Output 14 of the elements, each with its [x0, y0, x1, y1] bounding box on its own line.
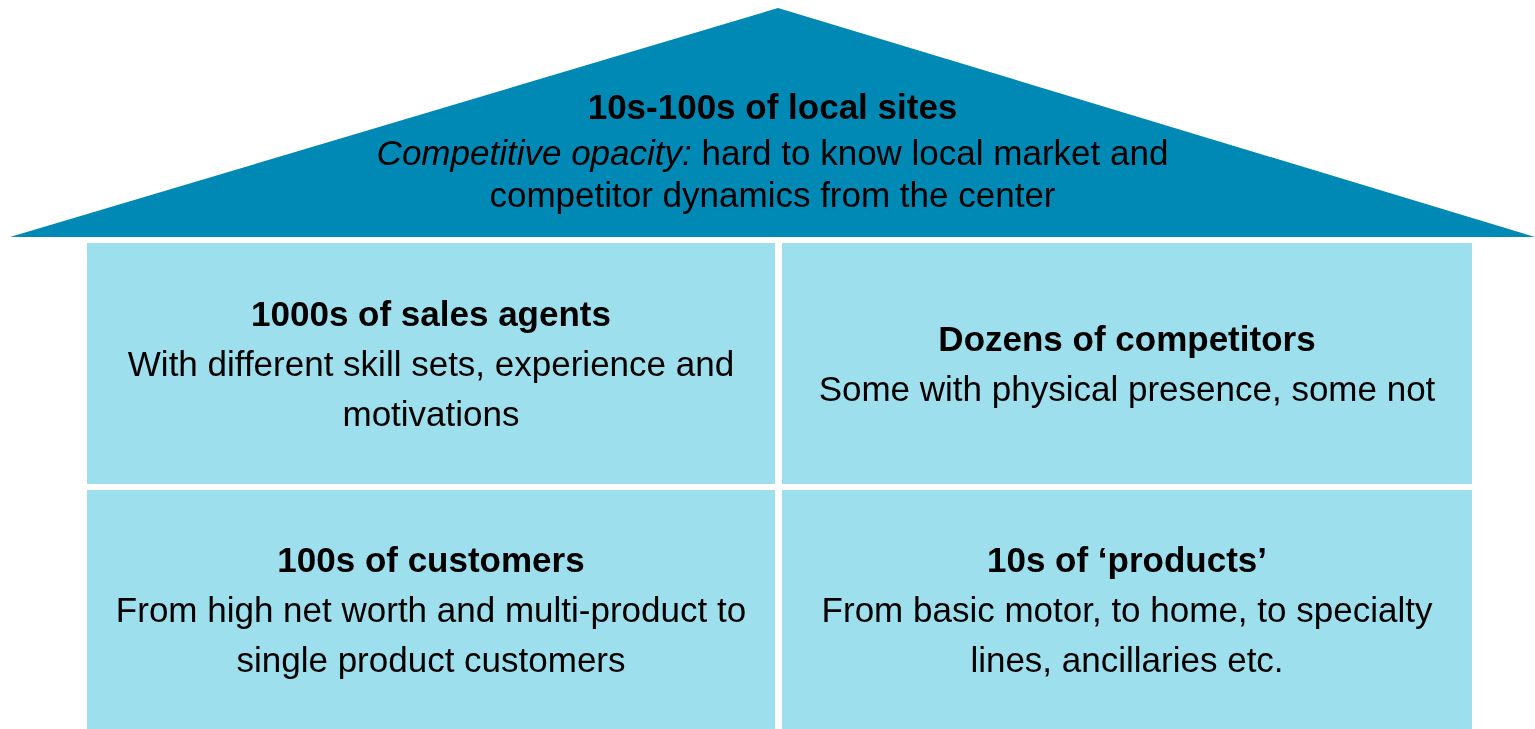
category-box	[87, 243, 775, 484]
box-description: With different skill sets, experience and motivations	[126, 342, 736, 435]
roof-heading: 10s-100s of local sites	[587, 86, 958, 128]
box-description: From high net worth and multi-product to single product customers	[114, 588, 748, 681]
box-heading: Dozens of competitors	[938, 317, 1316, 360]
box-description: Some with physical presence, some not	[818, 367, 1436, 410]
box-heading: 10s of ‘products’	[986, 538, 1268, 581]
category-box	[782, 490, 1472, 729]
box-description: From basic motor, to home, to specialty lines, ancillaries etc.	[820, 588, 1434, 681]
category-box	[782, 243, 1472, 484]
roof-description: Competitive opacity: hard to know local market and competitor dynamics from the center	[375, 132, 1170, 216]
category-box	[87, 490, 775, 729]
box-heading: 100s of customers	[277, 538, 585, 581]
box-heading: 1000s of sales agents	[251, 292, 611, 335]
